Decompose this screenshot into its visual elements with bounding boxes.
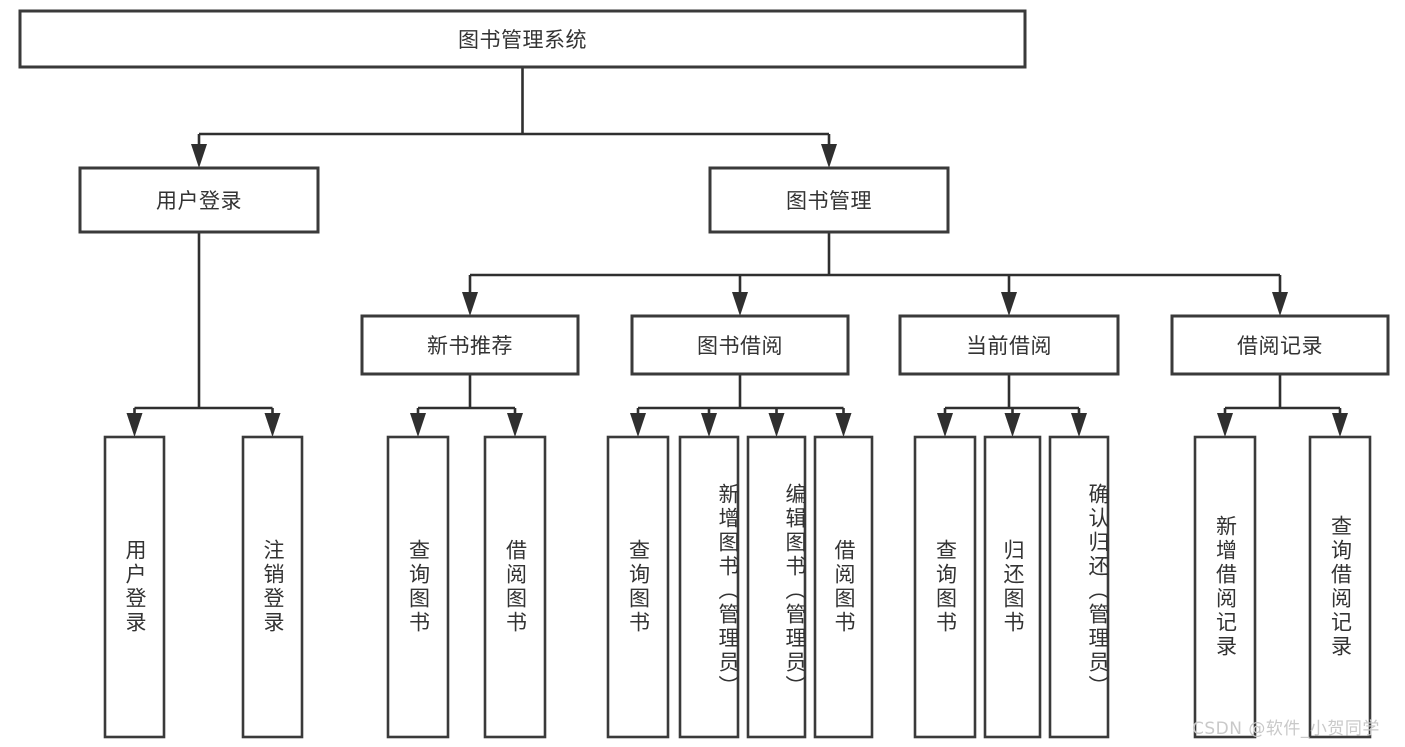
connector-layer [126,67,1348,437]
arrow-icon-level3-当前借阅 [1001,292,1017,316]
level2-node-box-用户登录 [78,166,320,234]
level2-node-box-图书管理 [708,166,950,234]
level3-node-box-图书借阅 [630,314,850,376]
arrow-icon-level2-图书管理 [821,144,837,168]
leaf-node-box-7 [813,435,874,739]
level3-node-box-借阅记录 [1170,314,1390,376]
root-node-box [18,9,1027,69]
arrow-icon-leaf-3 [507,413,523,437]
arrow-icon-leaf-4 [630,413,646,437]
arrow-icon-leaf-12 [1332,413,1348,437]
leaf-node-box-1 [241,435,304,739]
leaf-node-box-2 [386,435,450,739]
level3-node-box-新书推荐 [360,314,580,376]
leaf-node-box-4 [606,435,670,739]
arrow-icon-leaf-0 [126,413,143,437]
arrow-icon-leaf-11 [1217,413,1233,437]
arrow-icon-level2-用户登录 [191,144,207,168]
leaf-node-box-5 [678,435,740,739]
arrow-icon-leaf-2 [410,413,426,437]
box-layer [18,9,1390,739]
level3-node-box-当前借阅 [898,314,1120,376]
leaf-node-box-11 [1193,435,1257,739]
arrow-icon-leaf-10 [1071,413,1087,437]
leaf-node-box-6 [746,435,807,739]
arrow-icon-leaf-1 [264,413,281,437]
leaf-node-box-8 [913,435,977,739]
leaf-node-box-3 [483,435,547,739]
arrow-icon-leaf-8 [937,413,953,437]
leaf-node-box-0 [103,435,166,739]
arrow-icon-leaf-7 [835,413,852,437]
leaf-node-box-9 [983,435,1042,739]
arrow-icon-level3-借阅记录 [1272,292,1288,316]
arrow-icon-level3-图书借阅 [732,292,748,316]
leaf-node-box-10 [1048,435,1110,739]
leaf-node-box-12 [1308,435,1372,739]
arrow-icon-leaf-9 [1004,413,1021,437]
arrow-icon-leaf-6 [768,413,785,437]
arrow-icon-level3-新书推荐 [462,292,478,316]
arrow-icon-leaf-5 [701,413,717,437]
